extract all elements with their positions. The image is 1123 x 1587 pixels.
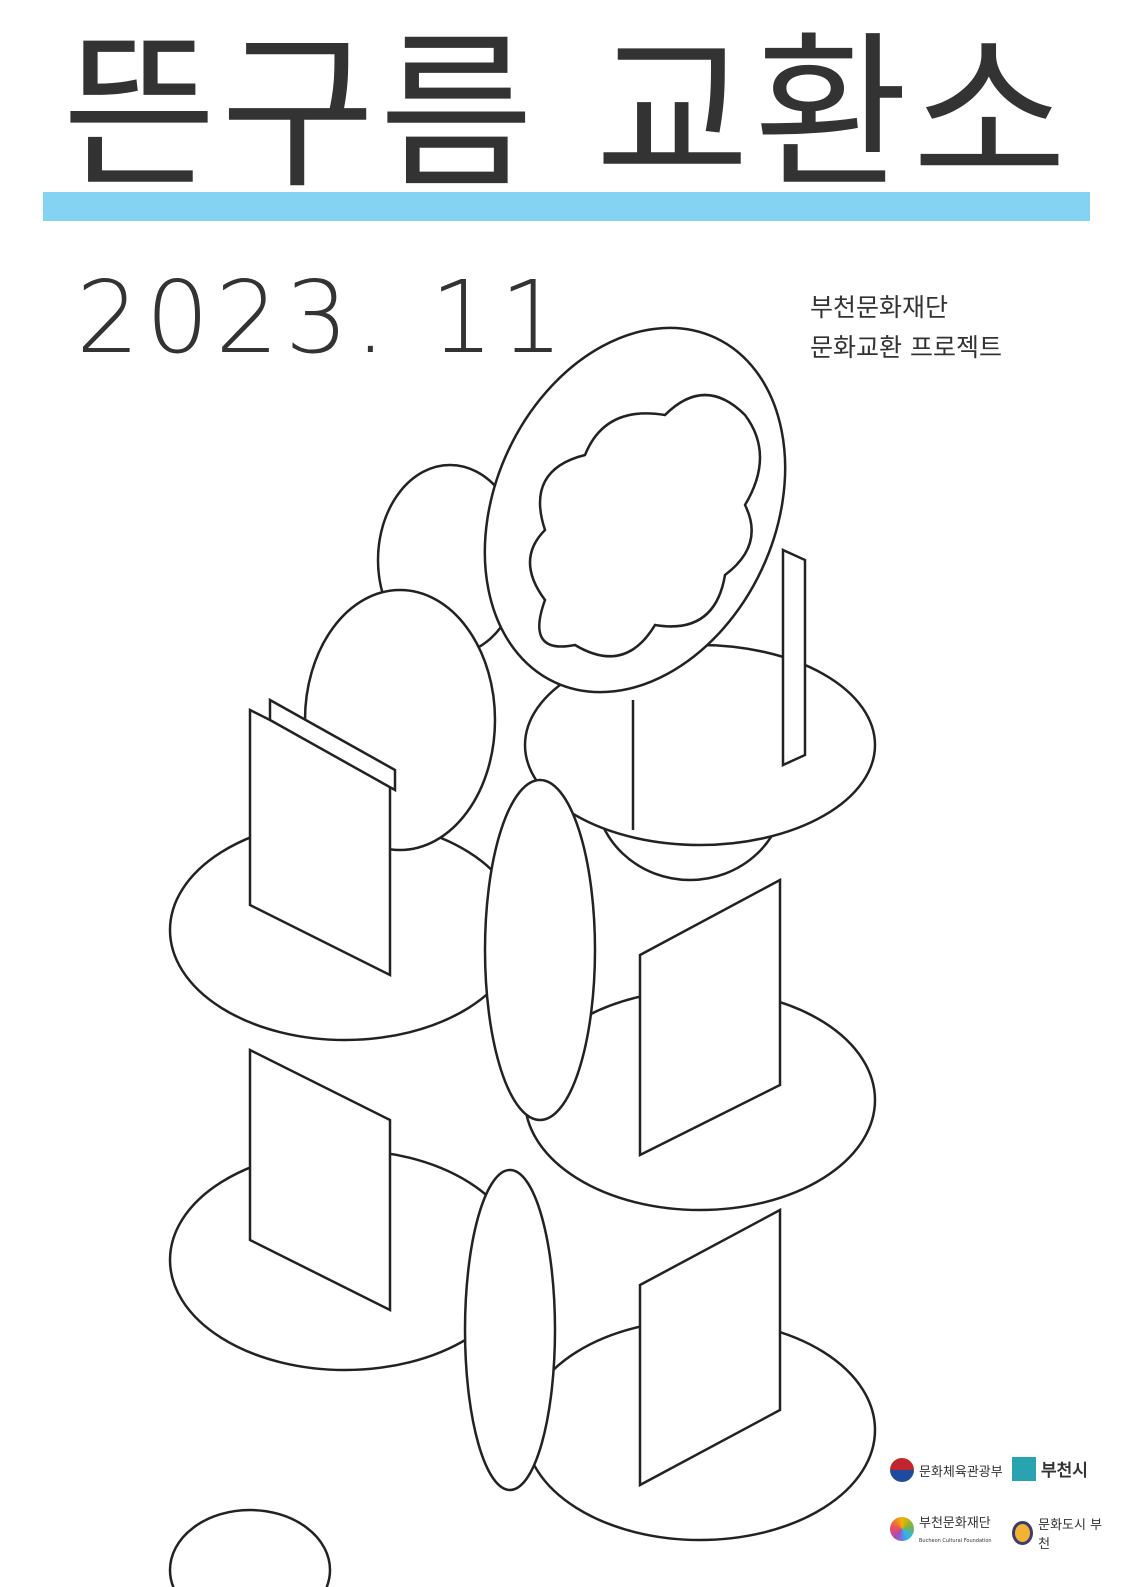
poster-date: 2023. 11 [76, 259, 570, 376]
logo-bucheon-city: 부천시 [1012, 1456, 1088, 1481]
book [781, 548, 807, 767]
title-highlight-bar [43, 192, 1090, 221]
organizer-name: 부천문화재단 [810, 293, 949, 322]
book [638, 1207, 782, 1488]
taegeuk-emblem-icon [890, 1458, 914, 1482]
vertical-panel [463, 1168, 557, 1492]
book [248, 1047, 392, 1313]
mosaic-emblem-icon [890, 1517, 914, 1541]
organizer-block: 부천문화재단 문화교환 프로젝트 [810, 288, 1002, 368]
cloud-icon [528, 393, 762, 658]
project-name: 문화교환 프로젝트 [810, 333, 1002, 362]
culture-city-emblem-icon [1012, 1521, 1034, 1545]
poster-title: 뜬구름 교환소 [62, 16, 1071, 212]
shelf-disc [168, 1508, 332, 1587]
logo-culture-city: 문화도시 부천 [1012, 1514, 1110, 1552]
book-spine [268, 697, 397, 793]
bucheon-city-emblem-icon [1012, 1456, 1036, 1481]
logo-mcst: 문화체육관광부 [890, 1458, 1003, 1482]
book [638, 877, 782, 1158]
vertical-panel [483, 778, 597, 1122]
